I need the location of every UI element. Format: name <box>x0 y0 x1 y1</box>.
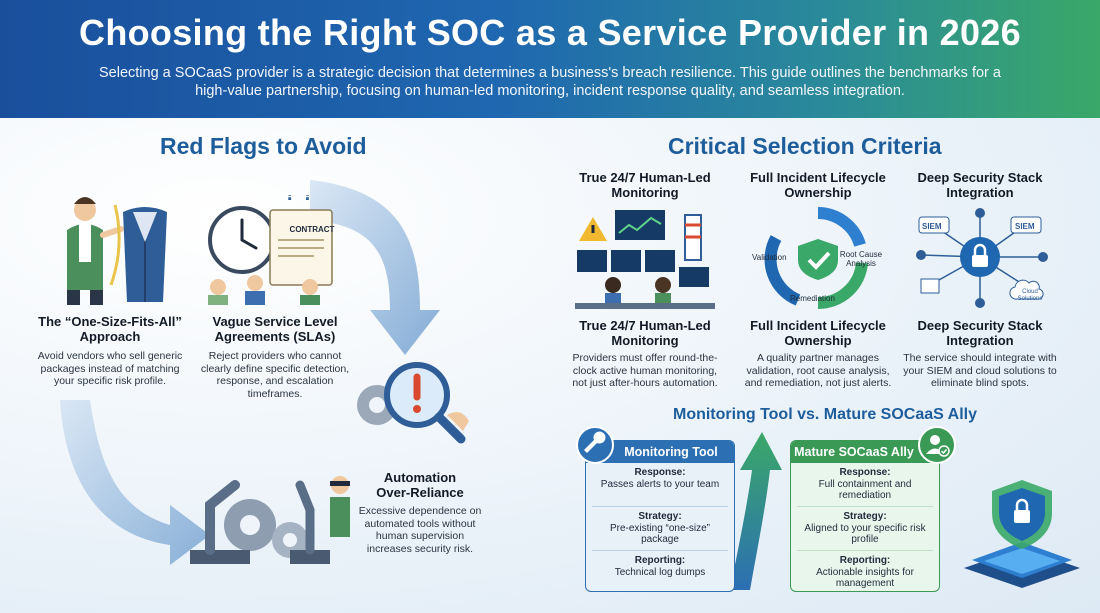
right-reporting-label: Reporting: <box>839 555 891 566</box>
right-reporting-cell: Reporting: Actionable insights for manag… <box>797 555 933 589</box>
node-siem-left-label: SIEM <box>922 222 942 231</box>
flag-sla-heading: Vague Service Level Agreements (SLAs) <box>212 314 338 344</box>
flag-automation-heading: Automation Over-Reliance <box>376 470 464 500</box>
criteria-lifecycle-top-label: Full Incident Lifecycle Ownership <box>750 170 886 200</box>
node-siem-right-label: SIEM <box>1015 222 1035 231</box>
right-strategy-label: Strategy: <box>843 511 887 522</box>
right-response-value: Full containment and remediation <box>818 478 912 502</box>
right-response-label: Response: <box>839 467 891 478</box>
right-response-cell: Response: Full containment and remediati… <box>797 467 933 507</box>
page-title: Choosing the Right SOC as a Service Prov… <box>79 12 1021 53</box>
cycle-remediation-label: Remediation <box>790 294 835 303</box>
left-response-value: Passes alerts to your team <box>600 478 720 490</box>
contract-label: CONTRACT <box>289 225 335 234</box>
header-banner: Choosing the Right SOC as a Service Prov… <box>0 0 1100 118</box>
left-strategy-cell: Strategy: Pre-existing “one-size” packag… <box>592 511 728 551</box>
criteria-lifecycle-body: A quality partner manages validation, ro… <box>744 352 892 389</box>
svg-text:? ?: ? ? <box>284 195 314 205</box>
flag-one-size-body: Avoid vendors who sell generic packages … <box>37 350 183 387</box>
criteria-monitoring-top-label: True 24/7 Human-Led Monitoring <box>579 170 711 200</box>
criteria-integration-heading: Deep Security Stack Integration <box>917 318 1043 348</box>
criteria-monitoring-body: Providers must offer round-the-clock act… <box>572 352 718 389</box>
left-strategy-label: Strategy: <box>638 511 682 522</box>
left-reporting-cell: Reporting: Technical log dumps <box>592 555 728 589</box>
robot-arms-gears-illustration <box>190 476 350 564</box>
right-strategy-value: Aligned to your specific risk profile <box>804 522 926 546</box>
comparison-title: Monitoring Tool vs. Mature SOCaaS Ally <box>672 406 978 423</box>
tailor-suit-illustration <box>67 197 167 305</box>
criteria-integration-top-label: Deep Security Stack Integration <box>917 170 1043 200</box>
monitoring-tool-panel: Monitoring Tool Response: Passes alerts … <box>585 440 735 592</box>
socaas-ally-header: Mature SOCaaS Ally <box>791 441 939 463</box>
flag-sla-body: Reject providers who cannot clearly defi… <box>200 350 350 400</box>
criteria-lifecycle-heading: Full Incident Lifecycle Ownership <box>750 318 886 348</box>
warning-magnifier-illustration <box>357 362 469 444</box>
page-subtitle: Selecting a SOCaaS provider is a strateg… <box>99 65 1001 99</box>
right-reporting-value: Actionable insights for management <box>816 566 914 590</box>
left-reporting-label: Reporting: <box>634 555 686 566</box>
soc-monitoring-illustration <box>575 210 715 309</box>
socaas-ally-panel: Mature SOCaaS Ally Response: Full contai… <box>790 440 940 592</box>
flag-automation-body: Excessive dependence on automated tools … <box>358 505 482 555</box>
growth-arrow-graphic <box>730 432 782 590</box>
right-strategy-cell: Strategy: Aligned to your specific risk … <box>797 511 933 551</box>
left-reporting-value: Technical log dumps <box>614 566 706 578</box>
wrench-icon <box>576 426 614 464</box>
shield-platform-illustration <box>964 480 1080 588</box>
criteria-title: Critical Selection Criteria <box>668 133 942 159</box>
red-flags-title: Red Flags to Avoid <box>160 133 367 159</box>
criteria-monitoring-heading: True 24/7 Human-Led Monitoring <box>579 318 711 348</box>
user-check-icon <box>918 426 956 464</box>
node-cloud-label: Cloud Solutions <box>1017 289 1043 302</box>
left-response-label: Response: <box>634 467 686 478</box>
criteria-integration-body: The service should integrate with your S… <box>903 352 1057 389</box>
security-stack-network-illustration <box>916 208 1048 308</box>
incident-lifecycle-cycle-illustration <box>764 207 868 310</box>
monitoring-tool-header: Monitoring Tool <box>586 441 734 463</box>
left-response-cell: Response: Passes alerts to your team <box>592 467 728 507</box>
left-strategy-value: Pre-existing “one-size” package <box>609 522 711 546</box>
cycle-rca-label: Root Cause Analysis <box>839 250 883 268</box>
flag-one-size-heading: The “One-Size-Fits-All” Approach <box>38 314 182 344</box>
flow-arrows-graphic <box>60 180 440 565</box>
sla-contract-illustration: ? ? <box>208 195 333 305</box>
cycle-validation-label: Validation <box>752 253 787 262</box>
